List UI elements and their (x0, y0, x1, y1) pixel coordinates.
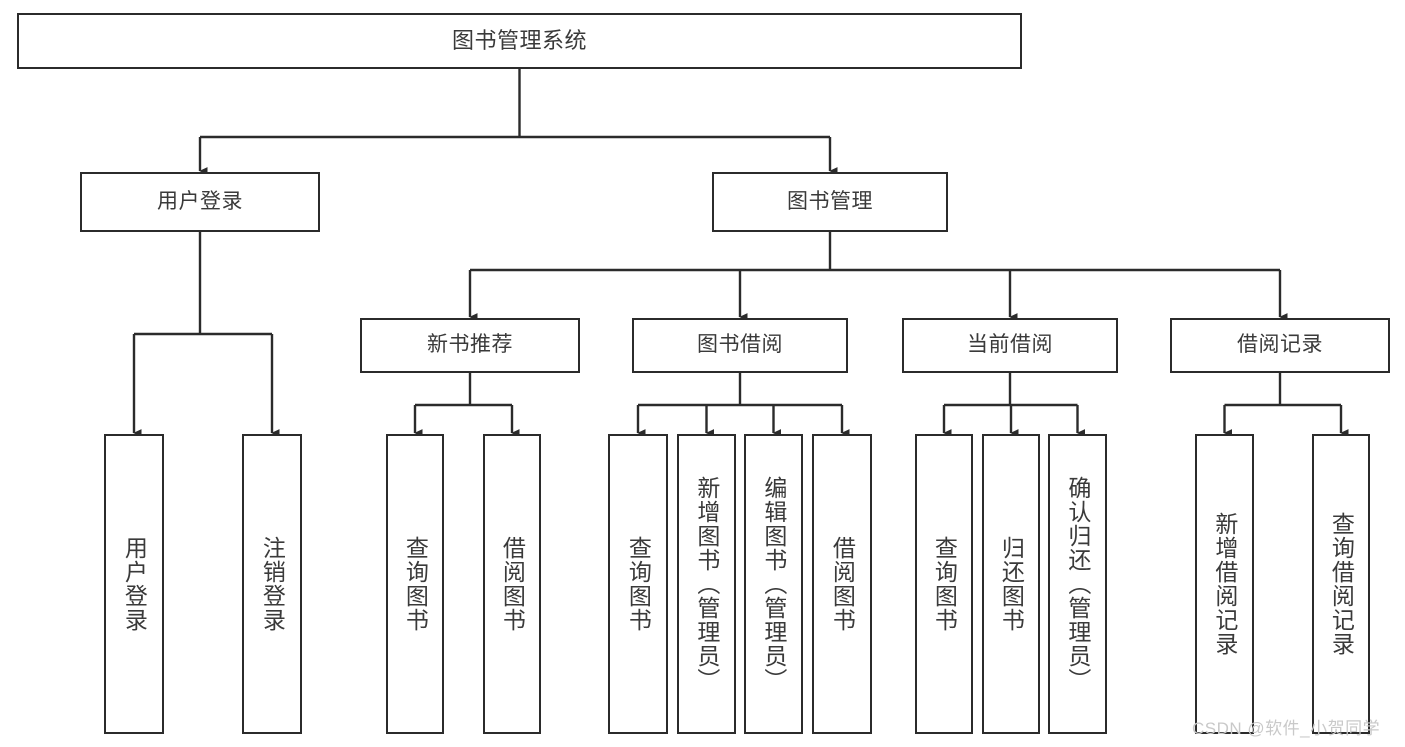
node-leaf-rec-1[interactable]: 新增借阅记录 (1195, 434, 1254, 734)
node-root[interactable]: 图书管理系统 (17, 13, 1022, 69)
node-label: 查询图书 (402, 536, 429, 632)
node-login[interactable]: 用户登录 (80, 172, 320, 232)
node-leaf-rec-2[interactable]: 查询借阅记录 (1312, 434, 1370, 734)
node-label: 用户登录 (121, 536, 148, 632)
node-current[interactable]: 当前借阅 (902, 318, 1118, 373)
node-label: 新书推荐 (427, 333, 513, 357)
node-leaf-cur-2[interactable]: 归还图书 (982, 434, 1040, 734)
node-leaf-new-1[interactable]: 查询图书 (386, 434, 444, 734)
node-label: 图书借阅 (697, 333, 783, 357)
node-leaf-cur-3[interactable]: 确认归还（管理员） (1048, 434, 1107, 734)
node-label: 查询图书 (625, 536, 652, 632)
node-records[interactable]: 借阅记录 (1170, 318, 1390, 373)
node-leaf-cur-1[interactable]: 查询图书 (915, 434, 973, 734)
node-leaf-new-2[interactable]: 借阅图书 (483, 434, 541, 734)
node-leaf-borrow-1[interactable]: 查询图书 (608, 434, 668, 734)
node-label: 借阅图书 (829, 536, 856, 632)
node-leaf-login-2[interactable]: 注销登录 (242, 434, 302, 734)
node-label: 确认归还（管理员） (1064, 476, 1091, 692)
node-label: 查询借阅记录 (1328, 512, 1355, 656)
node-leaf-login-1[interactable]: 用户登录 (104, 434, 164, 734)
node-label: 借阅记录 (1237, 333, 1323, 357)
node-borrow[interactable]: 图书借阅 (632, 318, 848, 373)
node-newbook[interactable]: 新书推荐 (360, 318, 580, 373)
node-label: 新增借阅记录 (1211, 512, 1238, 656)
node-label: 新增图书（管理员） (693, 476, 720, 692)
node-label: 查询图书 (931, 536, 958, 632)
node-leaf-borrow-2[interactable]: 新增图书（管理员） (677, 434, 736, 734)
node-label: 注销登录 (259, 536, 286, 632)
node-bookmgmt[interactable]: 图书管理 (712, 172, 948, 232)
node-label: 归还图书 (998, 536, 1025, 632)
node-label: 编辑图书（管理员） (760, 476, 787, 692)
node-label: 图书管理 (787, 189, 873, 213)
node-label: 用户登录 (157, 189, 243, 213)
node-label: 借阅图书 (499, 536, 526, 632)
node-leaf-borrow-3[interactable]: 编辑图书（管理员） (744, 434, 803, 734)
node-leaf-borrow-4[interactable]: 借阅图书 (812, 434, 872, 734)
node-label: 当前借阅 (967, 333, 1053, 357)
node-label: 图书管理系统 (451, 28, 587, 54)
